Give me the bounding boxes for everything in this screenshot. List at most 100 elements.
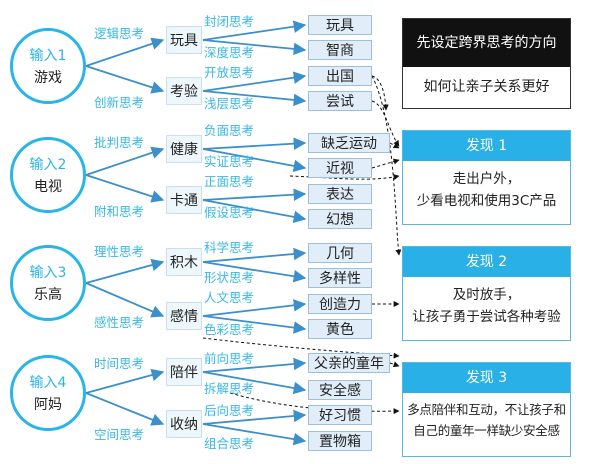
node-emotion: 感情 — [166, 302, 202, 330]
input-1-title: 输入1 — [29, 48, 67, 64]
leaf-arrow — [202, 357, 307, 373]
leaf-arrow — [202, 39, 307, 56]
to-finding-2-connector — [371, 75, 402, 256]
leaf-node: 玩具 — [308, 15, 372, 35]
input-4-name: 阿妈 — [34, 397, 62, 413]
branch-arrow — [85, 258, 165, 284]
leaf-arrow — [202, 371, 307, 395]
edge-label: 开放思考 — [204, 65, 255, 80]
branch-arrow — [85, 392, 165, 426]
finding-1-line-1: 走出户外， — [452, 171, 521, 187]
edge-label: 正面思考 — [204, 174, 255, 189]
edge-label: 假设思考 — [204, 205, 255, 220]
branch-arrow — [85, 282, 165, 318]
node-company: 陪伴 — [166, 358, 202, 386]
edge-label: 科学思考 — [204, 240, 255, 255]
leaf-arrow — [202, 90, 307, 107]
input-2-name: 电视 — [34, 179, 62, 195]
leaf-node: 表达 — [308, 184, 372, 204]
branch-arrow — [85, 368, 165, 394]
finding-2-title: 发现 2 — [403, 247, 570, 277]
leaf-node: 智商 — [308, 40, 372, 60]
branch-connectors — [85, 20, 307, 446]
to-finding-1-connector — [371, 100, 400, 147]
node-storage: 收纳 — [166, 410, 202, 438]
leaf-node: 近视 — [308, 158, 372, 178]
finding-2-line-1: 及时放手， — [452, 287, 521, 303]
edge-label: 封闭思考 — [204, 14, 255, 29]
leaf-node: 创造力 — [308, 294, 372, 314]
edge-label: 理性思考 — [94, 244, 145, 259]
finding-1-box: 发现 1 走出户外， 少看电视和使用3C产品 — [402, 130, 571, 225]
edge-label: 人文思考 — [204, 290, 255, 305]
input-1-name: 游戏 — [34, 70, 62, 86]
edge-label: 拆解思考 — [204, 381, 255, 396]
edge-label: 实证思考 — [204, 154, 255, 169]
edge-label: 负面思考 — [204, 123, 255, 138]
finding-2-box: 发现 2 及时放手， 让孩子勇于尝试各种考验 — [402, 246, 571, 341]
finding-3-line-1: 多点陪伴和互动，不让孩子和 — [407, 402, 566, 417]
edge-label: 空间思考 — [94, 427, 145, 442]
leaf-arrow — [202, 148, 307, 173]
branch-arrow — [85, 146, 165, 176]
finding-3-title: 发现 3 — [403, 363, 570, 393]
branch-arrow — [85, 65, 165, 94]
leaf-arrow — [202, 299, 307, 317]
leaf-arrow — [202, 188, 307, 201]
edge-label: 批判思考 — [94, 135, 145, 150]
edge-label: 附和思考 — [94, 204, 145, 219]
branch-arrow — [85, 174, 165, 203]
leaf-arrow — [202, 247, 307, 263]
leaf-arrow — [202, 137, 307, 150]
node-toy: 玩具 — [166, 26, 202, 54]
leaf-node: 几何 — [308, 243, 372, 263]
leaf-node: 幻想 — [308, 209, 372, 229]
leaf-node: 好习惯 — [308, 405, 372, 425]
edge-label: 创新思考 — [94, 95, 145, 110]
finding-1-title: 发现 1 — [403, 131, 570, 161]
node-cartoon: 卡通 — [166, 186, 202, 214]
input-3-title: 输入3 — [29, 265, 67, 281]
leaf-node: 黄色 — [308, 319, 372, 339]
leaf-node: 缺乏运动 — [308, 133, 390, 153]
finding-3-text: 多点陪伴和互动，不让孩子和 自己的童年一样缺少安全感 — [403, 393, 570, 441]
leaf-node: 多样性 — [308, 268, 372, 288]
leaf-node: 置物箱 — [308, 431, 372, 451]
to-finding-1-connector — [389, 142, 400, 149]
to-finding-1-connector — [289, 174, 400, 181]
to-finding-3-connector — [389, 361, 400, 368]
edge-label: 时间思考 — [94, 356, 145, 371]
leaf-arrow — [202, 199, 307, 224]
finding-2-line-2: 让孩子勇于尝试各种考验 — [412, 309, 561, 325]
direction-title: 先设定跨界思考的方向 — [403, 19, 570, 67]
finding-2-text: 及时放手， 让孩子勇于尝试各种考验 — [403, 277, 570, 328]
node-challenge: 考验 — [166, 77, 202, 105]
node-health: 健康 — [166, 135, 202, 163]
leaf-node: 父亲的童年 — [308, 353, 390, 373]
leaf-node: 尝试 — [308, 91, 372, 111]
branch-arrow — [85, 37, 165, 67]
leaf-arrow — [202, 409, 307, 425]
edge-label: 前向思考 — [204, 351, 255, 366]
finding-1-text: 走出户外， 少看电视和使用3C产品 — [403, 161, 570, 212]
leaf-arrow — [202, 71, 307, 92]
finding-1-line-2: 少看电视和使用3C产品 — [416, 193, 557, 209]
to-finding-3-connector — [202, 337, 400, 359]
input-4-title: 输入4 — [29, 375, 67, 391]
leaf-arrow — [202, 261, 307, 283]
edge-label: 组合思考 — [204, 436, 255, 451]
finding-3-line-2: 自己的童年一样缺少安全感 — [413, 423, 560, 438]
edge-label: 色彩思考 — [204, 322, 255, 337]
finding-3-box: 发现 3 多点陪伴和互动，不让孩子和 自己的童年一样缺少安全感 — [402, 362, 571, 457]
input-2-circle: 输入2 电视 — [10, 137, 86, 213]
input-1-circle: 输入1 游戏 — [10, 28, 86, 104]
leaf-arrow — [202, 315, 307, 334]
edge-label: 浅层思考 — [204, 96, 255, 111]
input-3-name: 乐高 — [34, 287, 62, 303]
input-3-circle: 输入3 乐高 — [10, 245, 86, 321]
leaf-node: 出国 — [308, 66, 372, 86]
leaf-arrow — [202, 20, 307, 41]
edge-label: 感性思考 — [94, 315, 145, 330]
